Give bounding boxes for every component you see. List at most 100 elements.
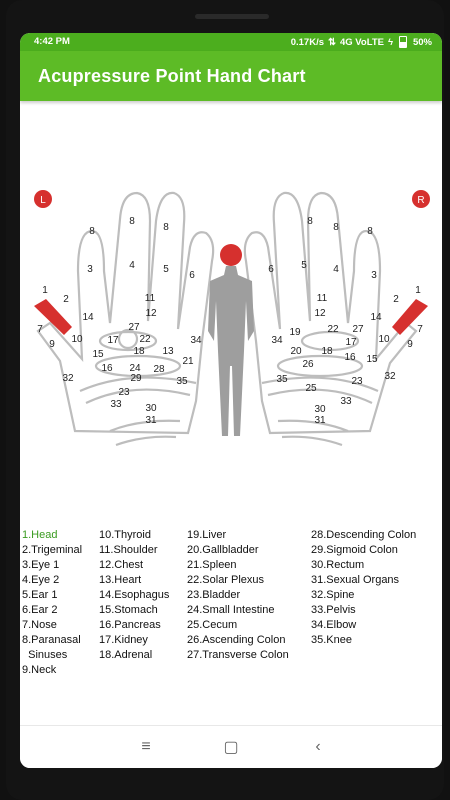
legend-item[interactable]: 32.Spine: [311, 589, 355, 601]
right-badge: [412, 190, 430, 208]
legend-item[interactable]: 18.Adrenal: [99, 649, 153, 661]
legend-item[interactable]: 11.Shoulder: [99, 544, 158, 556]
legend-item[interactable]: 8.Paranasal: [22, 634, 81, 646]
hand-point-label: 14: [82, 312, 94, 323]
network-speed: 0.17K/s: [290, 36, 324, 48]
hand-point-label: 23: [118, 387, 130, 398]
hand-point-label: 27: [128, 322, 140, 333]
legend-col-3: 19.Liver 20.Gallbladder 21.Spleen 22.Solar …: [187, 528, 289, 663]
legend-item[interactable]: 14.Esophagus: [99, 589, 170, 601]
hand-point-label: 35: [276, 374, 288, 385]
legend-item[interactable]: 33.Pelvis: [311, 604, 356, 616]
legend-item[interactable]: 9.Neck: [22, 664, 57, 676]
battery-percent: 50%: [412, 36, 432, 48]
right-hand-outline: [243, 191, 418, 435]
hand-point-label: 1: [42, 285, 48, 296]
menu-icon[interactable]: ≡: [141, 738, 151, 755]
legend-item[interactable]: 4.Eye 2: [22, 574, 60, 586]
legend-item[interactable]: 3.Eye 1: [22, 559, 60, 571]
legend-item[interactable]: 34.Elbow: [311, 619, 357, 631]
legend-item[interactable]: 17.Kidney: [99, 634, 148, 646]
hand-point-label: 19: [289, 327, 301, 338]
legend-item[interactable]: 16.Pancreas: [99, 619, 161, 631]
hand-point-label: 16: [344, 352, 356, 363]
hand-point-label: 15: [92, 349, 104, 360]
legend-item[interactable]: 28.Descending Colon: [311, 529, 417, 541]
page-title: Acupressure Point Hand Chart: [38, 66, 306, 86]
hand-point-label: 24: [129, 363, 141, 374]
legend-item[interactable]: 10.Thyroid: [99, 529, 151, 541]
legend-item[interactable]: 12.Chest: [99, 559, 144, 571]
legend-item[interactable]: 22.Solar Plexus: [187, 574, 265, 586]
hand-point-label: 31: [145, 415, 157, 426]
hand-point-label: 5: [163, 264, 169, 275]
legend-item[interactable]: 20.Gallbladder: [187, 544, 259, 556]
legend-item[interactable]: 5.Ear 1: [22, 589, 58, 601]
legend-item[interactable]: 7.Nose: [22, 619, 57, 631]
legend-item[interactable]: 31.Sexual Organs: [311, 574, 400, 586]
phone-frame: 4:42 PM 0.17K/s ⇅ 4G VoLTE ϟ 50% Acupres…: [6, 0, 444, 800]
left-badge-label: L: [40, 195, 46, 206]
hand-point-label: 9: [49, 339, 55, 350]
status-right: 0.17K/s ⇅ 4G VoLTE ϟ 50%: [291, 36, 432, 48]
legend-col-1: 1.Head 2.Trigeminal 3.Eye 1 4.Eye 2 5.Ear 1 6…: [22, 528, 82, 678]
legend-item[interactable]: 29.Sigmoid Colon: [311, 544, 398, 556]
hand-point-label: 33: [340, 396, 352, 407]
legend-item[interactable]: 1.Head: [22, 529, 58, 541]
hand-point-label: 29: [130, 373, 142, 384]
legend-item[interactable]: 21.Spleen: [187, 559, 237, 571]
hand-point-label: 22: [139, 334, 151, 345]
legend-item[interactable]: 26.Ascending Colon: [187, 634, 286, 646]
hand-point-label: 22: [327, 324, 339, 335]
back-icon[interactable]: ‹: [315, 738, 321, 755]
hand-point-label: 7: [417, 324, 423, 335]
hand-point-label: 26: [302, 359, 314, 370]
hand-point-label: 35: [176, 376, 188, 387]
hand-point-label: 34: [271, 335, 283, 346]
left-hand-outline: [36, 191, 215, 435]
hand-point-label: 21: [182, 356, 194, 367]
hand-point-label: 18: [133, 346, 145, 357]
legend-item[interactable]: 13.Heart: [99, 574, 142, 586]
right-thumb-marker: [392, 299, 428, 335]
legend-item[interactable]: 25.Cecum: [187, 619, 238, 631]
legend-item[interactable]: 19.Liver: [187, 529, 227, 541]
legend-item[interactable]: 23.Bladder: [187, 589, 241, 601]
legend-col-4: 28.Descending Colon 29.Sigmoid Colon 30.Re…: [311, 528, 416, 648]
hand-point-label: 6: [189, 270, 195, 281]
hand-point-label: 32: [384, 371, 396, 382]
legend-item[interactable]: 27.Transverse Colon: [187, 649, 289, 661]
network-type: 4G VoLTE: [339, 36, 384, 48]
legend-item[interactable]: Sinuses: [22, 649, 68, 661]
hand-point-label: 14: [370, 312, 382, 323]
data-arrows-icon: ⇅: [328, 36, 336, 48]
left-thumb-marker: [34, 299, 72, 335]
hand-point-label: 4: [333, 264, 339, 275]
legend-item[interactable]: 24.Small Intestine: [187, 604, 275, 616]
hand-point-label: 12: [314, 308, 326, 319]
hand-point-label: 8: [333, 222, 339, 233]
hand-point-label: 2: [393, 294, 399, 305]
legend-item[interactable]: 35.Knee: [311, 634, 352, 646]
hand-point-label: 10: [71, 334, 83, 345]
hand-point-label: 8: [367, 226, 373, 237]
legend-col-2: 10.Thyroid 11.Shoulder 12.Chest 13.Heart 14.…: [99, 528, 169, 663]
hand-point-label: 32: [62, 373, 74, 384]
hand-point-label: 8: [307, 216, 313, 227]
app-bar: Acupressure Point Hand Chart: [20, 51, 442, 101]
legend-item[interactable]: 2.Trigeminal: [22, 544, 83, 556]
hand-point-label: 25: [305, 383, 317, 394]
right-badge-label: R: [417, 195, 424, 206]
hand-point-label: 10: [378, 334, 390, 345]
legend-item[interactable]: 6.Ear 2: [22, 604, 58, 616]
system-nav-bar: ≡ ▢ ‹: [20, 725, 442, 768]
legend-item[interactable]: 15.Stomach: [99, 604, 158, 616]
hand-point-label: 30: [314, 404, 326, 415]
home-icon[interactable]: ▢: [223, 739, 239, 756]
hand-point-label: 17: [107, 335, 119, 346]
hand-point-label: 33: [110, 399, 122, 410]
legend-item[interactable]: 30.Rectum: [311, 559, 365, 571]
hand-point-label: 2: [63, 294, 69, 305]
hand-point-label: 18: [321, 346, 333, 357]
